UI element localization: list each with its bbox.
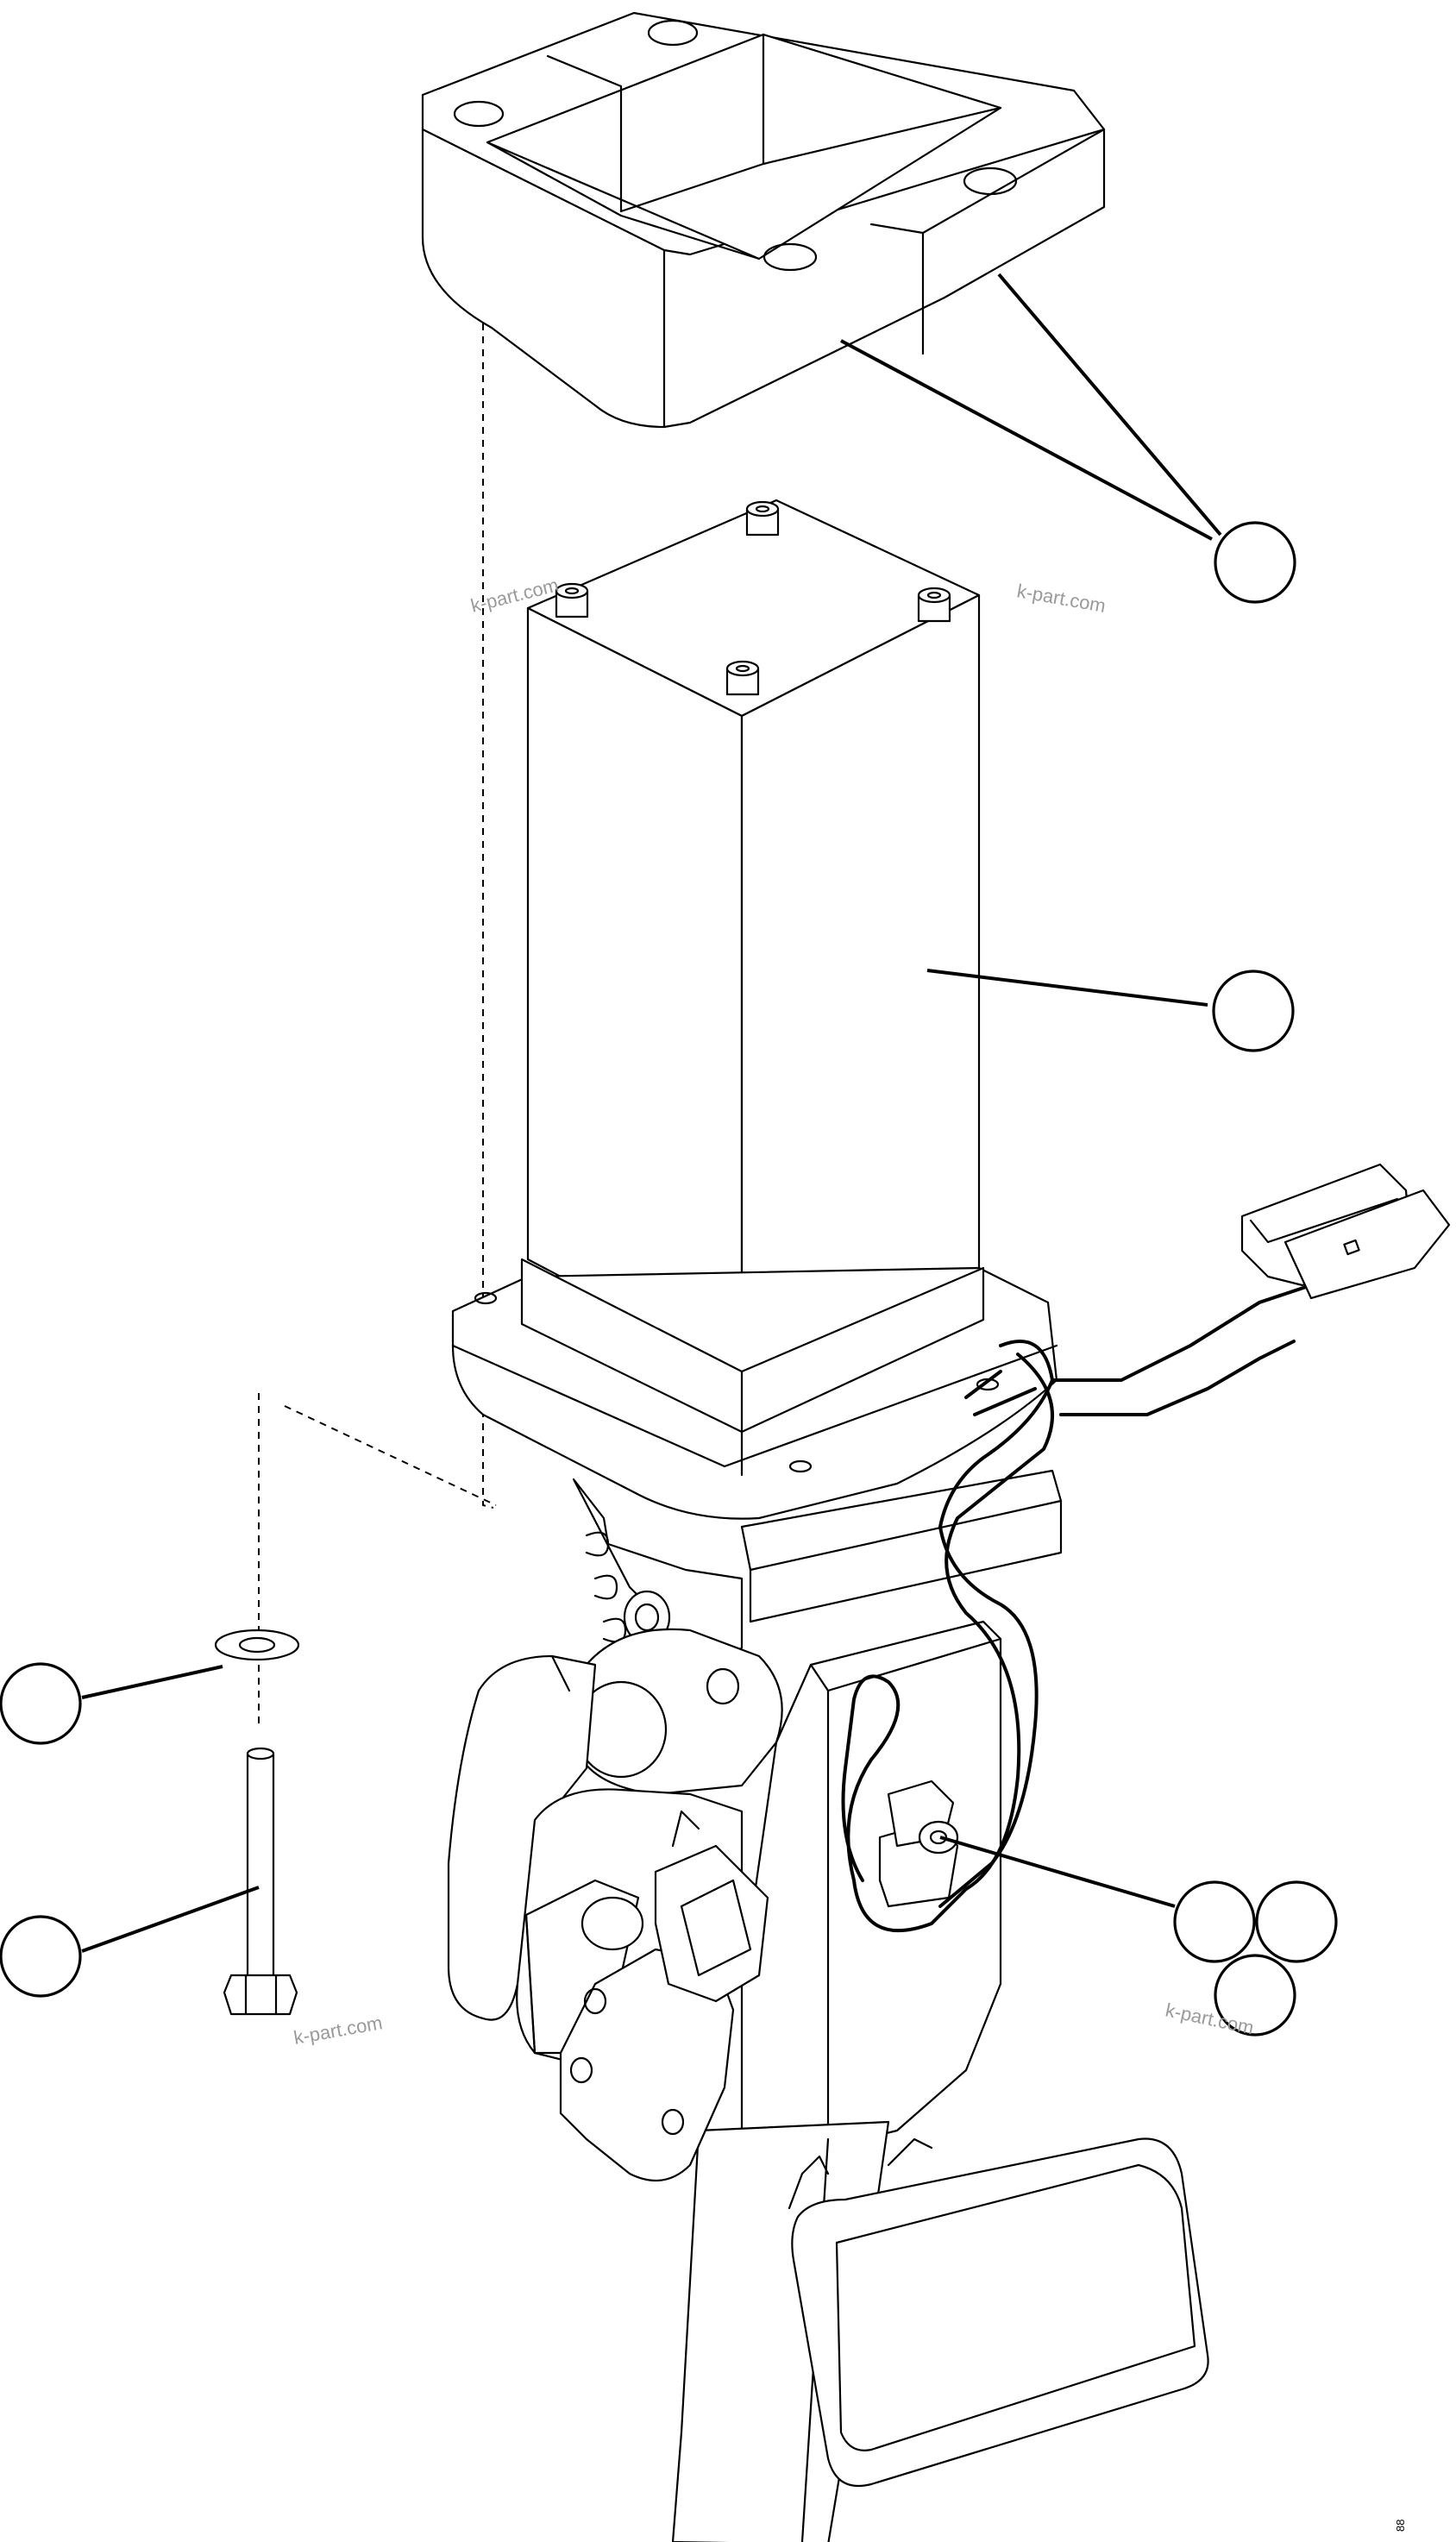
callout-washer	[0, 1662, 82, 1745]
top-bolt	[555, 582, 589, 618]
callout-bolt	[0, 1915, 82, 1998]
leader-line-housing	[926, 969, 1208, 1007]
drawing-code: 88	[1394, 2520, 1407, 2532]
bolt	[223, 1747, 298, 2016]
leader-line-washer	[81, 1665, 223, 1699]
callout-nut-a	[1173, 1880, 1256, 1963]
top-bolt	[745, 500, 780, 537]
base-flange	[451, 1258, 1058, 1520]
callout-nut-b	[1255, 1880, 1338, 1963]
watermark: k-part.com	[1015, 580, 1108, 617]
alignment-line-bolt-diagonal	[284, 1405, 497, 1506]
top-bolt	[917, 587, 951, 623]
callout-frame	[1214, 521, 1296, 604]
alignment-line-left	[482, 323, 494, 1509]
mounting-frame	[421, 11, 1106, 429]
column-housing	[526, 499, 981, 1373]
leader-line-bolt	[81, 1886, 260, 1953]
callout-housing	[1212, 970, 1295, 1052]
leader-line-frame-b	[840, 339, 1213, 541]
leader-line-nut	[939, 1836, 1176, 1908]
leader-line-frame-a	[997, 273, 1222, 537]
washer	[214, 1629, 300, 1661]
watermark: k-part.com	[292, 2012, 385, 2049]
top-bolt	[725, 660, 760, 696]
pedal-assembly	[447, 1163, 1451, 2542]
callout-nut-c	[1214, 1954, 1296, 2037]
